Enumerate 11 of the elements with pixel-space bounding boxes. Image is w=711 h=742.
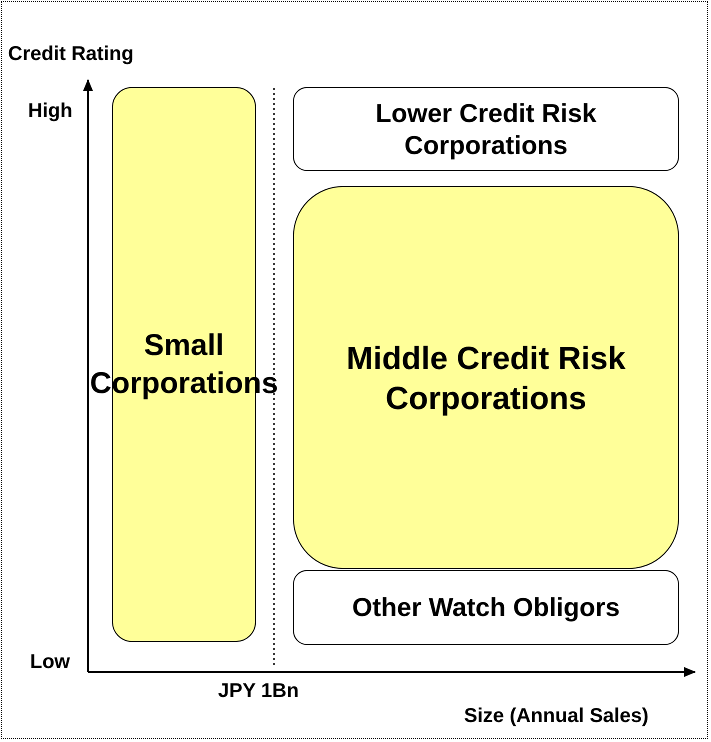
category-box	[293, 87, 679, 171]
category-box	[293, 186, 679, 569]
category-box	[293, 570, 679, 645]
axis-tick-label: Low	[30, 651, 70, 674]
axis-title: Credit Rating	[8, 43, 134, 66]
category-label: Lower Credit Risk Corporations	[374, 96, 598, 162]
axis-title: Size (Annual Sales)	[464, 705, 648, 728]
category-label: Other Watch Obligors	[352, 591, 620, 624]
axis-tick-label: High	[28, 100, 72, 123]
category-label: Middle Credit Risk Corporations	[345, 338, 627, 418]
threshold-label: JPY 1Bn	[218, 680, 299, 703]
